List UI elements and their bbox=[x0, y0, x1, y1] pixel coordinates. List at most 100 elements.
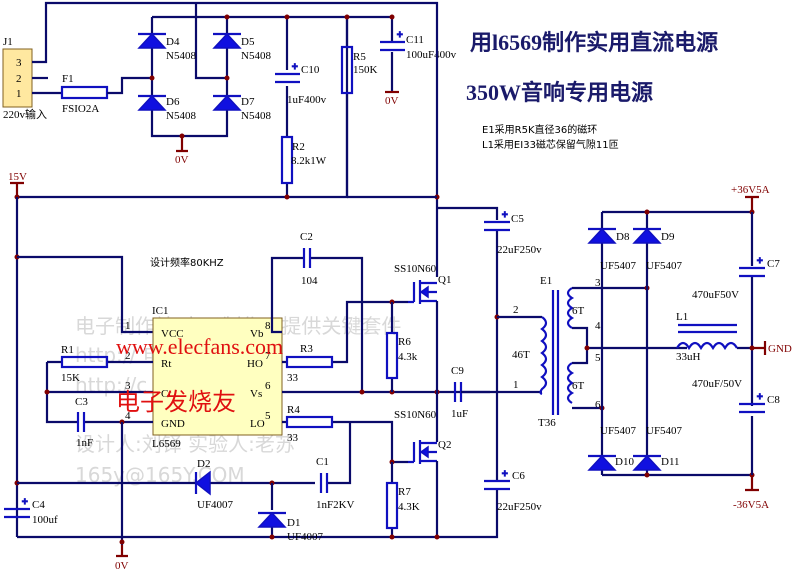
transformer-e1: E1 T36 46T 6T 6T 2 1 3 4 5 6 bbox=[497, 275, 601, 429]
r1-value: 15K bbox=[61, 372, 80, 384]
title-line-1: 用l6569制作实用直流电源 bbox=[470, 30, 718, 55]
e1-pin-2: 2 bbox=[513, 304, 519, 316]
d6-ref: D6 bbox=[166, 96, 180, 108]
mosfet-q1: SS10N60 Q1 bbox=[394, 263, 451, 304]
capacitor-c3: C3 1nF bbox=[75, 396, 93, 449]
c4-value: 100uf bbox=[32, 514, 58, 526]
diode-d8: D8 UF5407 bbox=[587, 227, 637, 272]
j1-pin-3: 3 bbox=[16, 57, 22, 69]
watermark-cn: 电子发烧友 bbox=[116, 388, 236, 416]
c9-ref: C9 bbox=[451, 365, 464, 377]
c6-value: 22uF250v bbox=[497, 501, 542, 513]
ic-l6569: IC1 VCC Rt Ct GND Vb HO Vs LO 1 2 3 4 8 … bbox=[125, 305, 283, 450]
r2-ref: R2 bbox=[292, 141, 305, 153]
ic1-pinnum-3: 3 bbox=[125, 380, 131, 392]
d10-value: UF5407 bbox=[600, 425, 637, 437]
l1-ref: L1 bbox=[676, 311, 688, 323]
d11-ref: D11 bbox=[661, 456, 680, 468]
resistor-r2: R2 8.2k1W bbox=[280, 135, 327, 185]
ic1-pin-ct: Ct bbox=[161, 388, 171, 400]
f1-ref: F1 bbox=[62, 73, 74, 85]
diode-d11: D11 UF5407 bbox=[632, 425, 683, 471]
svg-text:+: + bbox=[757, 256, 763, 267]
q1-ref: Q1 bbox=[438, 274, 451, 286]
diode-d6: D6 N5408 bbox=[137, 94, 196, 122]
c8-value: 470uF/50V bbox=[692, 378, 742, 390]
diode-d9: D9 UF5407 bbox=[632, 227, 683, 272]
r5-ref: R5 bbox=[353, 51, 366, 63]
c11-value: 100uF400v bbox=[406, 49, 457, 61]
d1-ref: D1 bbox=[287, 517, 300, 529]
ic1-pin-rt: Rt bbox=[161, 358, 171, 370]
f1-value: FSIO2A bbox=[62, 103, 99, 115]
svg-text:+: + bbox=[292, 62, 298, 73]
capacitor-c1: C1 1nF2KV bbox=[316, 456, 355, 511]
mosfet-q2: SS10N60 Q2 bbox=[394, 409, 451, 464]
l1-value: 33uH bbox=[676, 351, 701, 363]
d6-value: N5408 bbox=[166, 110, 196, 122]
c1-ref: C1 bbox=[316, 456, 329, 468]
c1-value: 1nF2KV bbox=[316, 499, 355, 511]
e1-sec1-turns: 6T bbox=[572, 305, 585, 317]
j1-ref: J1 bbox=[3, 36, 13, 48]
q1-value: SS10N60 bbox=[394, 263, 437, 275]
watermark-url: www.elecfans.com bbox=[116, 334, 283, 359]
bridge-0v-label: 0V bbox=[175, 154, 189, 166]
q2-ref: Q2 bbox=[438, 439, 451, 451]
title-line-2: 350W音响专用电源 bbox=[466, 80, 653, 105]
d11-value: UF5407 bbox=[646, 425, 683, 437]
ic1-pin-vcc: VCC bbox=[161, 328, 184, 340]
diode-d4: D4 N5408 bbox=[137, 32, 196, 62]
d9-value: UF5407 bbox=[646, 260, 683, 272]
d4-ref: D4 bbox=[166, 36, 180, 48]
c7-value: 470uF50V bbox=[692, 289, 739, 301]
pos36-label: +36V5A bbox=[731, 184, 770, 196]
diode-d10: D10 UF5407 bbox=[587, 425, 637, 471]
c6-ref: C6 bbox=[512, 470, 525, 482]
svg-text:+: + bbox=[22, 497, 28, 508]
d8-ref: D8 bbox=[616, 231, 630, 243]
r1-ref: R1 bbox=[61, 344, 74, 356]
r7-value: 4.3K bbox=[398, 501, 420, 513]
capacitor-c10: + C10 1uF400v bbox=[275, 61, 327, 106]
design-frequency: 设计频率80KHZ bbox=[150, 256, 224, 269]
c3-value: 1nF bbox=[76, 437, 93, 449]
note-l1: L1采用EI33磁芯保留气隙11匝 bbox=[482, 138, 619, 151]
fuse-f1: F1 FSIO2A bbox=[60, 73, 109, 115]
r7-ref: R7 bbox=[398, 486, 411, 498]
r6-ref: R6 bbox=[398, 336, 411, 348]
d7-value: N5408 bbox=[241, 110, 271, 122]
d5-ref: D5 bbox=[241, 36, 255, 48]
resistor-r7: R7 4.3K bbox=[385, 481, 420, 530]
c2-ref: C2 bbox=[300, 231, 313, 243]
c5-ref: C5 bbox=[511, 213, 524, 225]
svg-text:+: + bbox=[397, 30, 403, 41]
c11-ref: C11 bbox=[406, 34, 424, 46]
svg-text:+: + bbox=[502, 469, 508, 480]
d2-value: UF4007 bbox=[197, 499, 234, 511]
capacitor-c2: C2 104 bbox=[300, 231, 318, 287]
resistor-r3: R3 33 bbox=[285, 343, 334, 384]
c5-value: 22uF250v bbox=[497, 244, 542, 256]
diode-d2: D2 UF4007 bbox=[194, 458, 234, 511]
ic1-pinnum-2: 2 bbox=[125, 350, 131, 362]
ic1-pin-gnd: GND bbox=[161, 418, 185, 430]
ic1-pin-ho: HO bbox=[247, 358, 263, 370]
svg-text:+: + bbox=[757, 392, 763, 403]
c2-value: 104 bbox=[301, 275, 318, 287]
r4-value: 33 bbox=[287, 432, 299, 444]
d10-ref: D10 bbox=[615, 456, 634, 468]
d2-ref: D2 bbox=[197, 458, 210, 470]
v15-label: 15V bbox=[8, 171, 27, 183]
j1-pin-1: 1 bbox=[16, 88, 22, 100]
d8-value: UF5407 bbox=[600, 260, 637, 272]
j1-value: 220v输入 bbox=[3, 107, 47, 121]
r3-ref: R3 bbox=[300, 343, 313, 355]
note-e1: E1采用R5K直径36的磁环 bbox=[482, 123, 597, 136]
r6-value: 4.3k bbox=[398, 351, 418, 363]
capacitor-c7: + C7 470uF50V bbox=[692, 255, 780, 301]
resistor-r5: R5 150K bbox=[340, 45, 378, 95]
e1-pin-5: 5 bbox=[595, 352, 601, 364]
diode-d1: D1 UF4007 bbox=[257, 511, 324, 543]
